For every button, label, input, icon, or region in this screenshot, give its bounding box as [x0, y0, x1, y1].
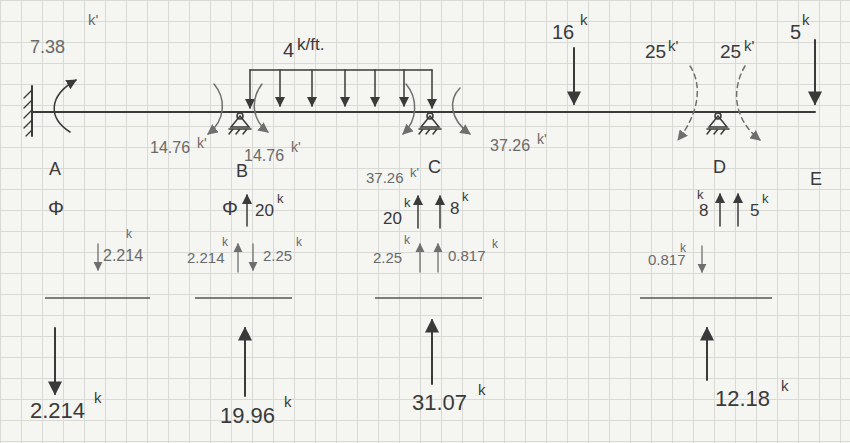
annotation-label: k [296, 236, 302, 248]
annotation-label: 25 [720, 42, 741, 61]
annotation-label: 19.96 [220, 405, 275, 427]
annotation-label: k' [291, 140, 301, 154]
annotation-label: k [762, 192, 769, 205]
annotation-label: 12.18 [715, 388, 770, 410]
annotation-label: 20 [383, 210, 402, 227]
annotation-label: k [781, 378, 789, 393]
annotation-label: k [222, 236, 228, 248]
annotation-label: k [802, 12, 810, 27]
annotation-label: 7.38 [30, 38, 65, 56]
annotation-label: 2.214 [103, 248, 143, 264]
annotation-label: k/ft. [297, 36, 324, 53]
annotation-label: 37.26 [366, 170, 404, 185]
annotation-label: 14.76 [244, 148, 284, 164]
annotation-label: 14.76 [150, 140, 190, 156]
annotation-label: 2.214 [187, 250, 225, 265]
annotation-label: C [428, 158, 441, 176]
annotation-label: 20 [255, 202, 274, 219]
annotation-label: k' [537, 132, 547, 146]
annotation-label: k [126, 228, 132, 240]
annotation-label: 37.26 [490, 138, 530, 154]
annotation-label: k [404, 196, 411, 209]
annotation-label: 2.25 [373, 250, 402, 265]
annotation-label: Φ [48, 198, 64, 218]
annotation-label: 2.25 [263, 248, 292, 263]
annotation-label: A [49, 160, 61, 178]
annotation-label: k [680, 242, 686, 254]
annotation-label: k [404, 234, 410, 246]
annotation-label: k [277, 192, 284, 205]
annotation-label: 8 [450, 200, 459, 217]
annotation-label: k [478, 382, 486, 397]
annotation-label: 0.817 [648, 252, 686, 267]
annotation-label: 31.07 [412, 392, 467, 414]
annotation-label: k' [668, 38, 678, 53]
annotation-label: k' [744, 38, 754, 53]
annotation-label: 0.817 [448, 248, 486, 263]
annotation-label: 25 [645, 42, 666, 61]
annotation-label: k [492, 238, 498, 250]
annotation-label: k [580, 12, 588, 27]
annotation-label: k' [410, 166, 419, 179]
annotation-label: k' [88, 12, 98, 27]
annotation-label: k [284, 394, 292, 409]
annotation-label: D [713, 158, 726, 176]
annotation-label: 5 [790, 22, 801, 42]
annotation-label: k' [197, 136, 207, 150]
annotation-label: 16 [552, 22, 574, 42]
annotation-label: k [462, 190, 469, 203]
annotation-label: 4 [283, 40, 294, 60]
annotation-label: Φ [222, 198, 238, 218]
annotation-label: 2.214 [30, 400, 85, 422]
annotation-label: E [810, 170, 822, 188]
annotation-label: B [236, 162, 248, 180]
annotation-label: 5 [750, 202, 759, 219]
annotation-label: k [697, 188, 704, 201]
annotation-label: k [94, 390, 102, 405]
annotation-label: 8 [699, 202, 708, 219]
